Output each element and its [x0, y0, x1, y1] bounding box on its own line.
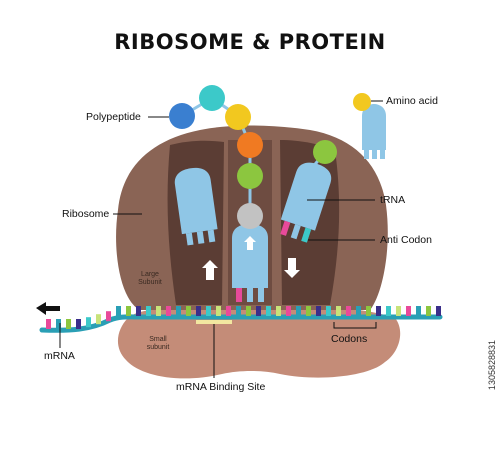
nucleotide: [146, 306, 151, 316]
nucleotide: [256, 306, 261, 316]
trna-middle: [232, 224, 268, 302]
binding-site-marker: [196, 320, 232, 324]
arrow-left-icon: [36, 302, 60, 315]
nucleotide: [46, 319, 51, 329]
label-amino-acid: Amino acid: [386, 95, 438, 107]
label-codons: Codons: [331, 333, 368, 345]
trna-left: [174, 167, 218, 246]
nucleotide: [296, 306, 301, 316]
trna-right: [280, 162, 332, 243]
nucleotide: [436, 306, 441, 316]
amino-acid-gray: [237, 203, 263, 229]
nucleotide: [396, 306, 401, 316]
nucleotide: [86, 317, 91, 328]
nucleotide: [216, 306, 221, 316]
nucleotide: [66, 319, 71, 329]
nucleotide: [176, 306, 181, 316]
nucleotide: [96, 314, 101, 325]
nucleotide: [406, 306, 411, 316]
amino-acid-blue: [169, 103, 195, 129]
label-small-subunit: Small subunit: [146, 336, 170, 351]
arrow-up-icon: [244, 236, 256, 250]
amino-acid-free: [353, 93, 371, 111]
nucleotide: [226, 306, 231, 316]
nucleotide: [196, 306, 201, 316]
amino-acid-green: [237, 163, 263, 189]
nucleotide: [276, 306, 281, 316]
codons-bracket: [333, 322, 377, 329]
amino-acid-green-incoming: [313, 140, 337, 164]
nucleotide: [336, 306, 341, 316]
arrow-down-icon: [284, 258, 300, 278]
nucleotide: [236, 306, 241, 316]
amino-acid-orange: [237, 132, 263, 158]
nucleotide: [186, 306, 191, 316]
nucleotide: [116, 306, 121, 316]
nucleotide: [156, 306, 161, 316]
nucleotide: [136, 306, 141, 316]
nucleotide: [106, 311, 111, 322]
diagram-title: RIBOSOME & PROTEIN: [114, 30, 386, 54]
nucleotide: [386, 306, 391, 316]
label-anti-codon: Anti Codon: [380, 234, 432, 246]
nucleotide: [326, 306, 331, 316]
label-mrna: mRNA: [44, 350, 75, 362]
nucleotide: [166, 306, 171, 316]
stock-id: 1305828831: [487, 340, 497, 391]
mrna-nucleotides: [46, 306, 441, 329]
trna-free: [362, 104, 386, 159]
nucleotide: [426, 306, 431, 316]
nucleotide: [286, 306, 291, 316]
nucleotide: [56, 319, 61, 329]
nucleotide: [416, 306, 421, 316]
label-polypeptide: Polypeptide: [86, 111, 141, 123]
label-trna: tRNA: [380, 194, 406, 206]
label-ribosome: Ribosome: [62, 208, 110, 220]
nucleotide: [366, 306, 371, 316]
nucleotide: [316, 306, 321, 316]
nucleotide: [126, 306, 131, 316]
nucleotide: [306, 306, 311, 316]
nucleotide: [76, 319, 81, 329]
nucleotide: [206, 306, 211, 316]
arrow-up-icon: [202, 260, 218, 280]
amino-acid-yellow: [225, 104, 251, 130]
nucleotide: [266, 306, 271, 316]
nucleotide: [346, 306, 351, 316]
label-large-subunit: Large Subunit: [138, 271, 162, 286]
label-mrna-binding-site: mRNA Binding Site: [176, 381, 266, 393]
nucleotide: [246, 306, 251, 316]
nucleotide: [356, 306, 361, 316]
nucleotide: [376, 306, 381, 316]
small-subunit: [117, 306, 401, 379]
stock-footer: [0, 435, 500, 455]
amino-acid-teal: [199, 85, 225, 111]
